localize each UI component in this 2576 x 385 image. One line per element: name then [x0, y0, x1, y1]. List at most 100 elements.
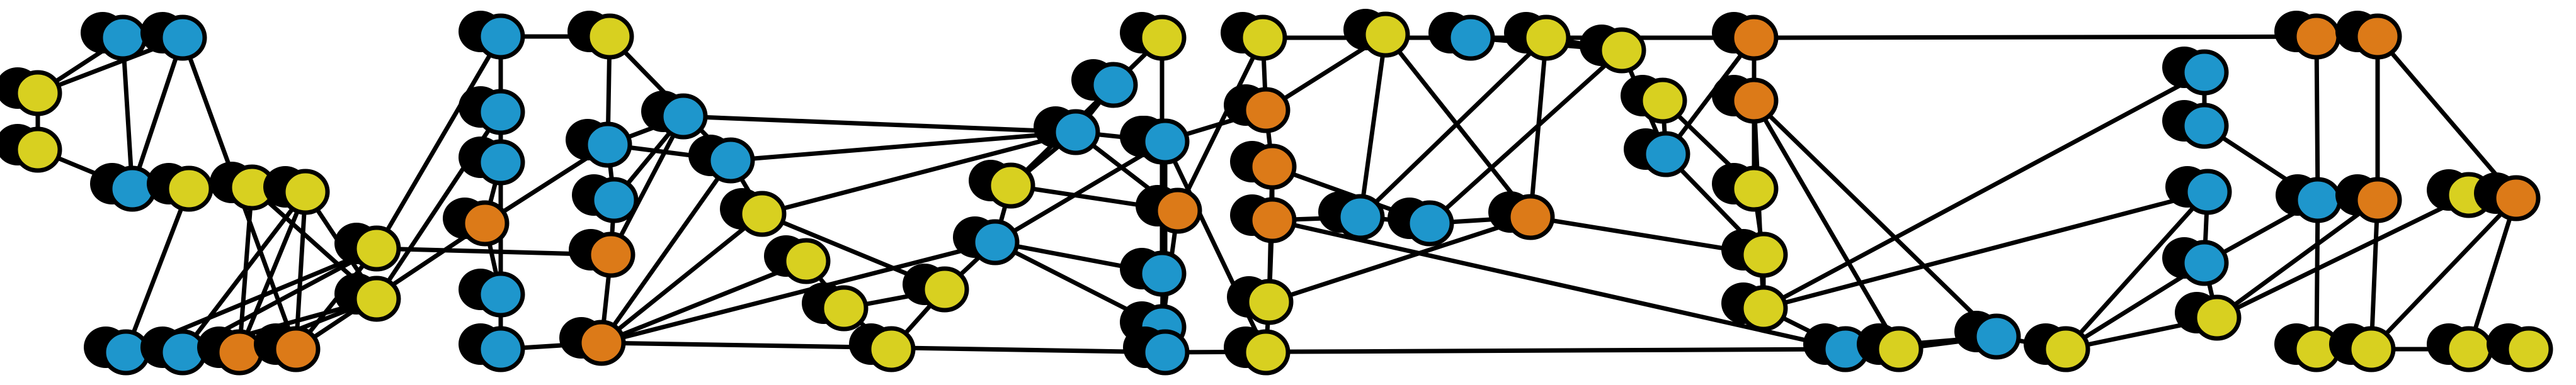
node-circle-n81 [2444, 326, 2493, 372]
node-circle-n74 [2353, 13, 2402, 60]
node-n56 [1580, 25, 1646, 74]
node-n1 [81, 12, 147, 61]
node-circle-n59 [1730, 14, 1779, 61]
node-circle-n33 [920, 266, 969, 313]
node-n63 [1721, 282, 1788, 332]
node-circle-n24 [659, 93, 708, 140]
node-n50 [1343, 9, 1410, 58]
node-n29 [720, 188, 787, 237]
node-circle-n38 [971, 219, 1020, 265]
edge-n63-n70 [1761, 189, 2210, 311]
node-circle-n1 [98, 14, 147, 61]
edge-n75-n77 [2314, 198, 2320, 352]
node-circle-n43 [1141, 329, 1190, 376]
node-n20 [459, 323, 525, 372]
node-circle-n41 [1137, 250, 1187, 297]
node-circle-n82 [2504, 326, 2553, 372]
node-circle-n16 [476, 89, 525, 135]
edge-n28-n24 [681, 114, 1078, 135]
node-n22 [566, 119, 632, 168]
edge-n59-n74 [1752, 34, 2380, 40]
node-n23 [572, 174, 639, 223]
node-n67 [2024, 323, 2090, 372]
node-circle-n23 [590, 177, 639, 223]
edge-n76-n78 [2369, 198, 2380, 352]
node-circle-n34 [1089, 62, 1138, 108]
node-circle-n4 [13, 126, 62, 173]
node-n78 [2329, 323, 2396, 372]
node-n31 [802, 282, 869, 332]
node-n13 [197, 326, 264, 376]
node-n80 [2474, 172, 2541, 221]
node-n9 [334, 223, 401, 272]
node-n46 [1230, 141, 1297, 190]
node-n60 [1712, 75, 1779, 124]
node-n18 [443, 198, 510, 247]
edge-n8-n14 [294, 189, 308, 352]
node-n41 [1120, 248, 1187, 297]
node-circle-n17 [476, 139, 525, 186]
node-n34 [1071, 59, 1138, 108]
node-circle-n44 [1238, 14, 1287, 61]
edge-n51-n55 [1358, 35, 1549, 220]
node-n10 [334, 273, 401, 322]
node-circle-n14 [271, 326, 321, 372]
node-n24 [641, 91, 708, 140]
node-circle-n53 [1506, 194, 1555, 240]
edge-n24-n25 [608, 114, 686, 257]
node-n4 [0, 124, 62, 173]
node-circle-n47 [1248, 197, 1297, 243]
node-circle-n49 [1241, 329, 1291, 376]
edge-n27-n28 [728, 130, 1078, 163]
node-circle-n19 [476, 271, 525, 318]
node-n8 [263, 166, 330, 215]
node-n51 [1318, 191, 1385, 240]
node-n77 [2274, 323, 2341, 372]
node-n70 [2165, 166, 2232, 215]
node-circle-n62 [1739, 232, 1788, 278]
node-circle-n37 [986, 162, 1035, 209]
edge-n52-n56 [1427, 48, 1624, 226]
edge-n13-n8 [237, 189, 308, 355]
node-circle-n80 [2492, 175, 2541, 221]
node-circle-n15 [476, 13, 525, 60]
node-n65 [1857, 323, 1923, 372]
edge-n28-n29 [760, 130, 1078, 216]
edge-n64-n47 [1270, 218, 1848, 352]
node-circle-n67 [2041, 326, 2090, 372]
node-circle-n32 [867, 326, 916, 372]
node-n45 [1224, 84, 1291, 133]
node-circle-n39 [1141, 118, 1190, 165]
node-n19 [459, 269, 525, 318]
node-circle-n60 [1730, 77, 1779, 124]
edge-n26-n30 [599, 259, 809, 345]
edge-n40-n44 [1175, 35, 1265, 213]
node-layer [0, 9, 2553, 376]
edge-n2-n5 [130, 35, 185, 191]
node-n26 [559, 317, 626, 366]
node-n43 [1123, 326, 1190, 376]
node-n37 [969, 160, 1035, 209]
node-circle-n27 [706, 137, 755, 184]
node-n58 [1621, 75, 1687, 124]
node-circle-n73 [2292, 13, 2341, 60]
node-circle-n50 [1361, 11, 1410, 58]
node-circle-n66 [1972, 313, 2021, 360]
node-circle-n10 [352, 276, 401, 322]
edge-n74-n80 [2375, 34, 2519, 201]
edge-n63-n68 [1761, 70, 2207, 311]
node-circle-n18 [460, 200, 510, 247]
edge-n67-n70 [2063, 189, 2210, 352]
node-circle-n31 [819, 285, 869, 332]
node-circle-n69 [2180, 103, 2229, 149]
edge-n9-n15 [374, 34, 503, 251]
node-n69 [2162, 100, 2229, 149]
node-circle-n71 [2180, 240, 2229, 286]
node-n40 [1136, 185, 1202, 234]
node-circle-n35 [1137, 14, 1187, 61]
node-n59 [1712, 12, 1779, 61]
edge-n26-n27 [599, 158, 733, 345]
node-n76 [2335, 174, 2402, 223]
node-n82 [2487, 323, 2553, 372]
node-n48 [1227, 276, 1294, 325]
